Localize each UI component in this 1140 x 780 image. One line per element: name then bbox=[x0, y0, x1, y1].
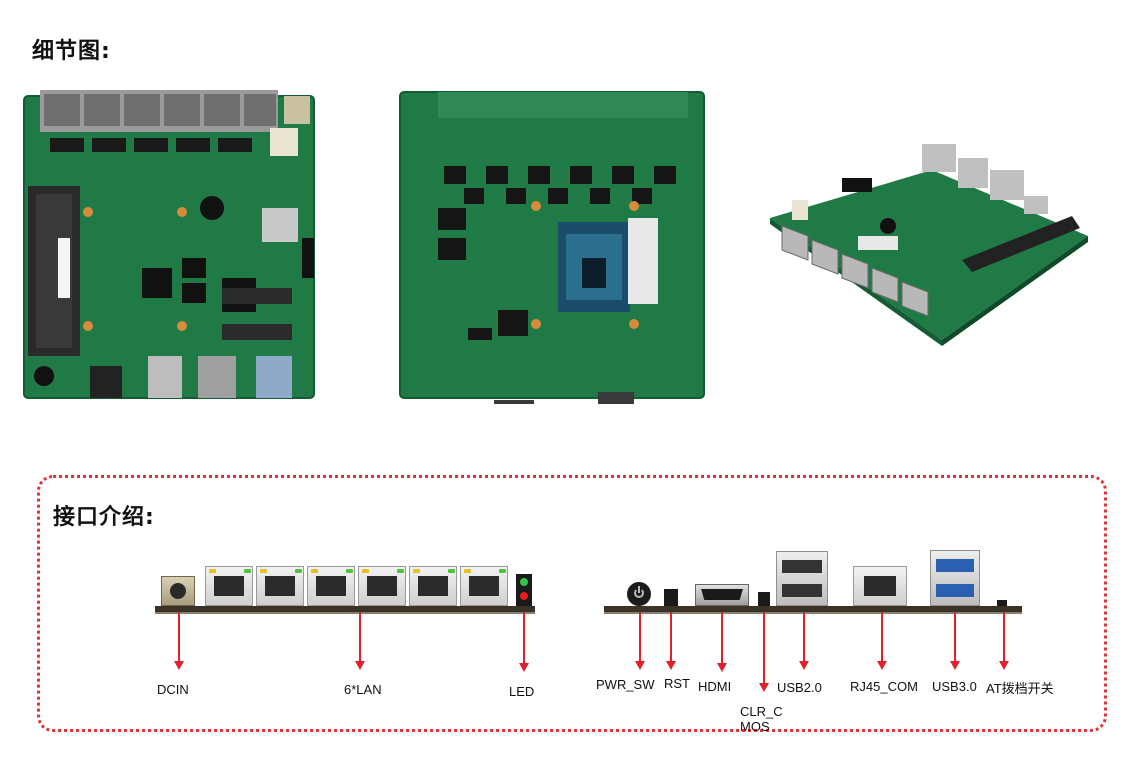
label-led: LED bbox=[509, 684, 535, 699]
rj45-port bbox=[256, 566, 304, 606]
board-top-view bbox=[23, 90, 315, 399]
lan-connectors bbox=[205, 566, 512, 606]
usb2-connector bbox=[776, 551, 828, 606]
usb3-connector bbox=[930, 550, 980, 606]
label-usb3: USB3.0 bbox=[932, 679, 977, 694]
arrow-usb2 bbox=[799, 661, 809, 670]
label-usb2: USB2.0 bbox=[777, 680, 822, 695]
label-dcin: DCIN bbox=[157, 682, 189, 697]
label-rst: RST bbox=[664, 676, 690, 691]
arrow-clr-cmos bbox=[759, 683, 769, 692]
label-clr-cmos-line2: MOS bbox=[740, 719, 770, 734]
arrow-hdmi bbox=[717, 663, 727, 672]
reset-button bbox=[664, 589, 678, 606]
arrow-usb3 bbox=[950, 661, 960, 670]
clr-cmos-jumper bbox=[758, 592, 770, 606]
led-indicator bbox=[516, 574, 532, 606]
interface-panel bbox=[37, 475, 1107, 732]
rj45-port bbox=[460, 566, 508, 606]
power-button bbox=[626, 582, 654, 606]
board-bottom-view bbox=[399, 91, 705, 404]
arrow-lan bbox=[355, 661, 365, 670]
rj45-port bbox=[307, 566, 355, 606]
right-board-edge bbox=[604, 606, 1022, 612]
details-title: 细节图: bbox=[32, 39, 111, 64]
board-angle-view bbox=[770, 144, 1088, 346]
arrow-dcin bbox=[174, 661, 184, 670]
left-board-edge bbox=[155, 606, 535, 612]
at-switch bbox=[997, 600, 1007, 606]
rj45-port bbox=[205, 566, 253, 606]
label-lan: 6*LAN bbox=[344, 682, 382, 697]
hdmi-connector bbox=[695, 584, 749, 606]
label-rj45-com: RJ45_COM bbox=[850, 679, 918, 694]
arrow-rj45-com bbox=[877, 661, 887, 670]
arrow-at-switch bbox=[999, 661, 1009, 670]
arrow-rst bbox=[666, 661, 676, 670]
arrow-pwr-sw bbox=[635, 661, 645, 670]
label-clr-cmos-line1: CLR_C bbox=[740, 704, 783, 719]
rj45-port bbox=[409, 566, 457, 606]
rj45-com-connector bbox=[853, 566, 907, 606]
arrow-led bbox=[519, 663, 529, 672]
dcin-connector bbox=[161, 576, 195, 606]
label-hdmi: HDMI bbox=[698, 679, 732, 694]
interfaces-title: 接口介绍: bbox=[53, 505, 155, 530]
label-pwr-sw: PWR_SW bbox=[596, 677, 655, 692]
label-at-switch: AT拨档开关 bbox=[986, 681, 1054, 696]
rj45-port bbox=[358, 566, 406, 606]
